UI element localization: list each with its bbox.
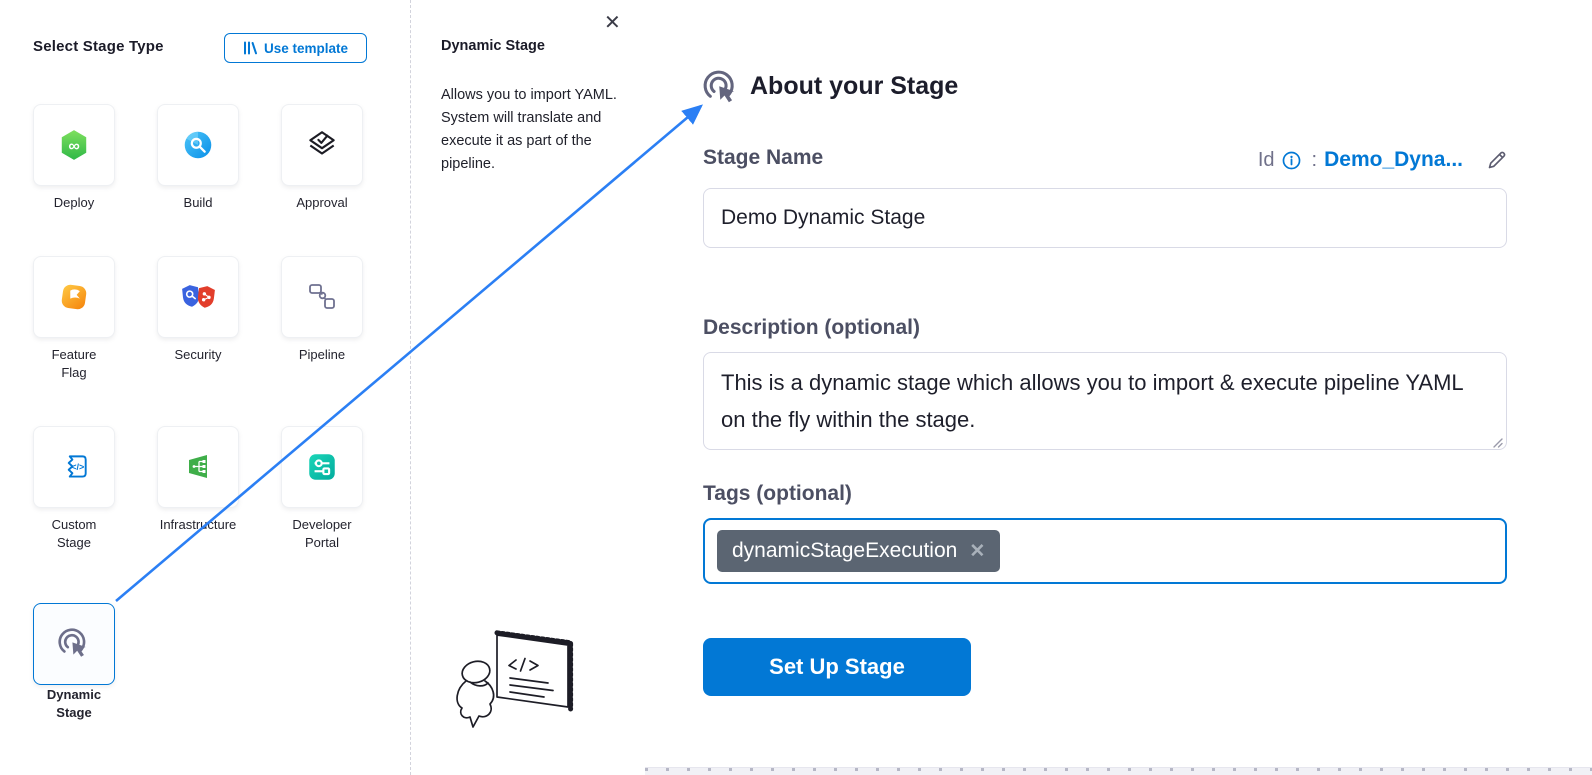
info-icon[interactable]	[1282, 151, 1301, 170]
person-at-whiteboard-illustration	[450, 615, 600, 740]
tag-remove-icon[interactable]: ✕	[969, 540, 986, 562]
page-title: Select Stage Type	[33, 38, 164, 55]
stage-label-feature-flag: Feature Flag	[51, 347, 97, 380]
about-panel-title: About your Stage	[750, 72, 959, 100]
custom-stage-icon: </>	[57, 450, 91, 484]
approval-icon	[305, 128, 339, 162]
description-label: Description (optional)	[703, 316, 920, 339]
infrastructure-icon	[182, 451, 214, 483]
panel-divider	[410, 0, 411, 775]
stage-label-custom-stage: Custom Stage	[51, 517, 97, 550]
stage-label-developer-portal: Developer Portal	[292, 517, 352, 550]
id-value[interactable]: Demo_Dyna...	[1324, 148, 1463, 171]
build-icon	[181, 128, 215, 162]
description-textarea[interactable]: This is a dynamic stage which allows you…	[703, 352, 1507, 450]
stage-card-developer-portal[interactable]	[281, 426, 363, 508]
stage-card-approval[interactable]	[281, 104, 363, 186]
stage-card-feature-flag[interactable]	[33, 256, 115, 338]
stage-label-approval: Approval	[296, 195, 348, 210]
developer-portal-icon	[305, 450, 339, 484]
stage-label-build: Build	[183, 195, 213, 210]
close-icon[interactable]: ✕	[604, 12, 621, 34]
stage-card-custom-stage[interactable]: </>	[33, 426, 115, 508]
tags-label: Tags (optional)	[703, 482, 852, 505]
stage-name-input[interactable]	[703, 188, 1507, 248]
dynamic-stage-icon	[56, 626, 92, 662]
id-label: Id	[1257, 148, 1275, 171]
stage-card-deploy[interactable]: ∞	[33, 104, 115, 186]
id-separator: :	[1311, 148, 1318, 171]
stage-card-build[interactable]	[157, 104, 239, 186]
stage-label-security: Security	[174, 347, 222, 362]
template-library-icon	[243, 41, 257, 55]
svg-text:∞: ∞	[68, 138, 79, 155]
info-panel-title: Dynamic Stage	[441, 38, 545, 54]
info-panel-description: Allows you to import YAML. System will t…	[441, 87, 617, 172]
stage-card-pipeline[interactable]	[281, 256, 363, 338]
use-template-button[interactable]: Use template	[224, 33, 367, 63]
stage-label-deploy: Deploy	[53, 195, 95, 210]
edit-pencil-icon[interactable]	[1486, 149, 1508, 171]
stage-card-security[interactable]	[157, 256, 239, 338]
use-template-label: Use template	[263, 40, 349, 56]
stage-label-infrastructure: Infrastructure	[159, 517, 237, 532]
stage-label-pipeline: Pipeline	[298, 347, 346, 362]
stage-label-dynamic-stage: Dynamic Stage	[46, 687, 102, 720]
feature-flag-icon	[57, 280, 91, 314]
tag-chip: dynamicStageExecution ✕	[717, 530, 1001, 572]
deploy-icon: ∞	[57, 128, 91, 162]
set-up-stage-button[interactable]: Set Up Stage	[703, 638, 971, 696]
security-icon	[180, 280, 216, 314]
svg-text:</>: </>	[71, 462, 84, 472]
tags-input[interactable]: dynamicStageExecution ✕	[703, 518, 1507, 584]
stage-name-label: Stage Name	[703, 146, 824, 169]
dynamic-stage-icon	[701, 68, 741, 113]
pipeline-canvas-grid-edge	[645, 767, 1592, 775]
stage-id-row: Id : Demo_Dyna...	[1258, 148, 1508, 172]
stage-card-infrastructure[interactable]	[157, 426, 239, 508]
stage-card-dynamic-stage[interactable]	[33, 603, 115, 685]
tag-chip-label: dynamicStageExecution	[732, 539, 958, 562]
pipeline-icon	[306, 281, 338, 313]
